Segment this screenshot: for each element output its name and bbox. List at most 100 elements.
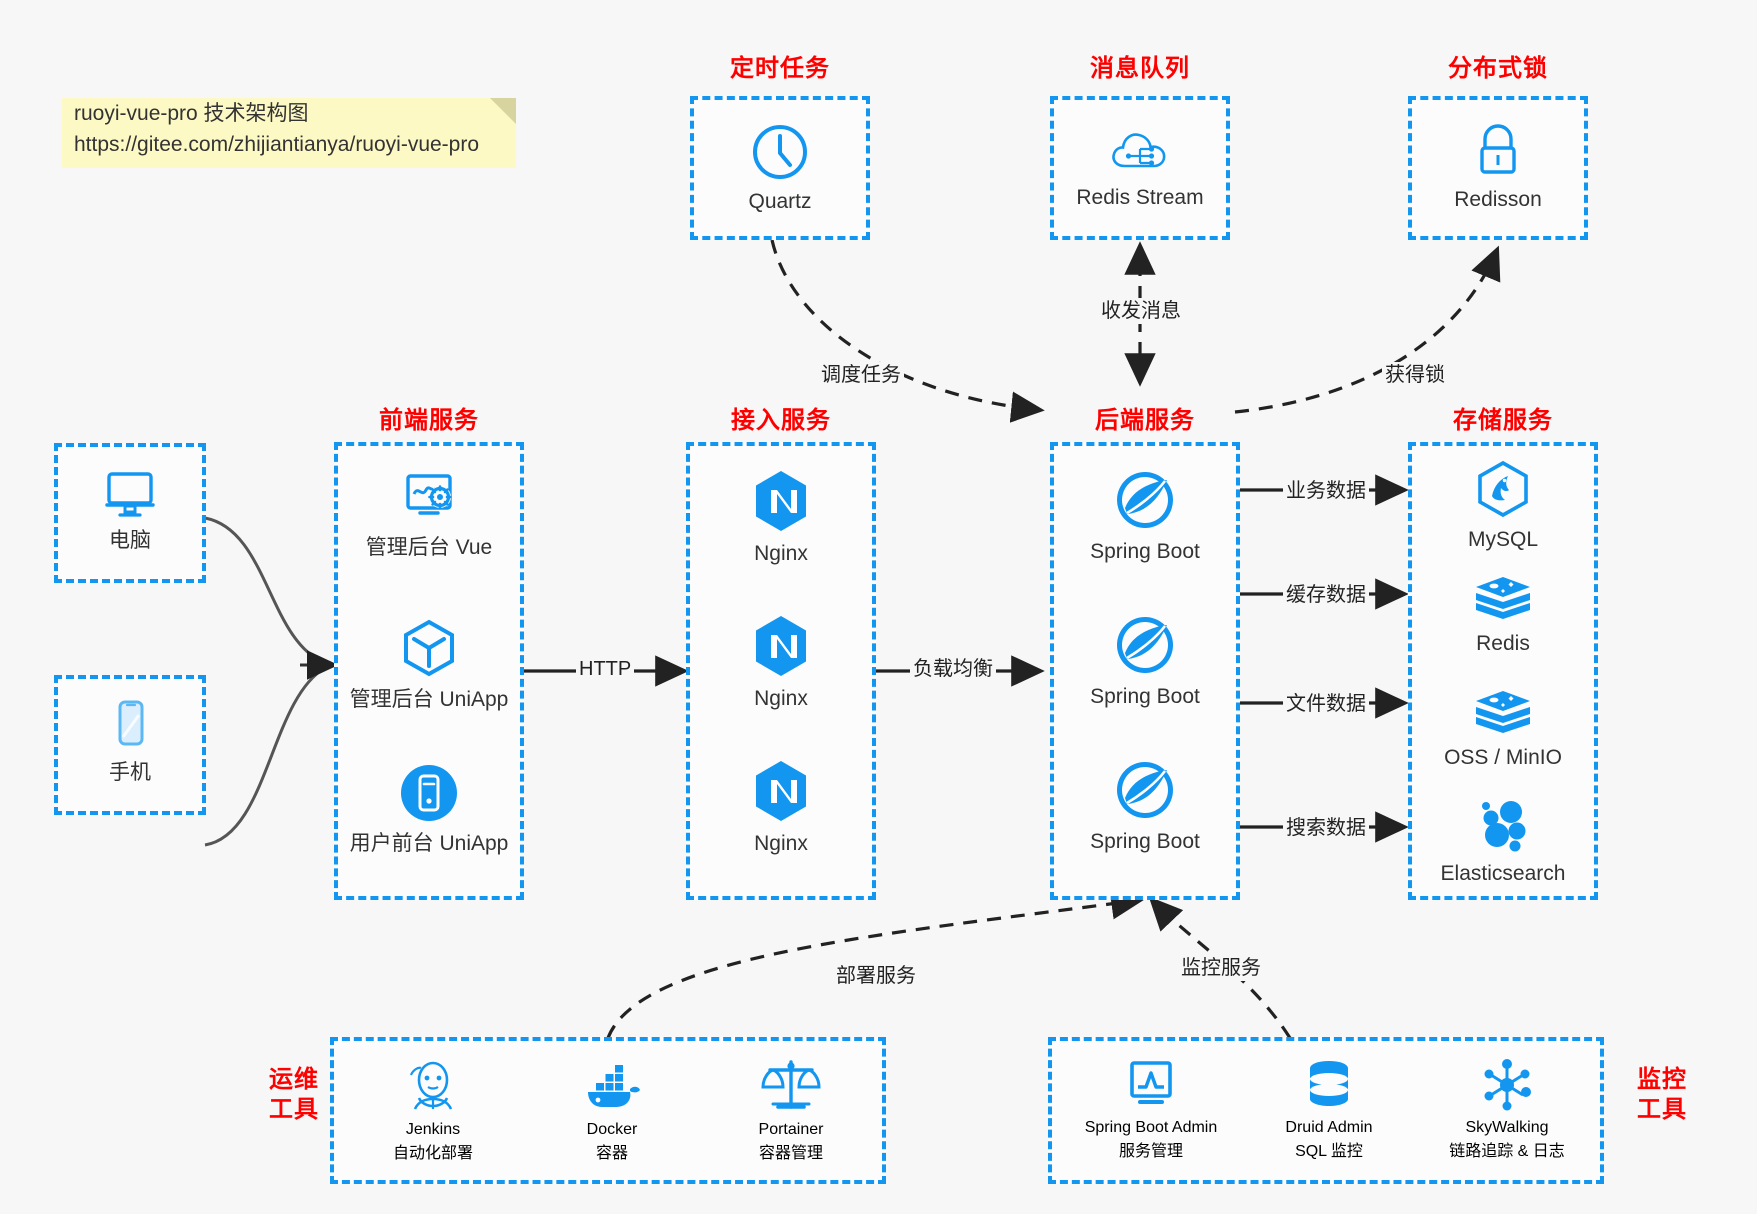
node-redis[interactable]: Redis [1412,572,1594,657]
node-nginx-1[interactable]: Nginx [690,468,872,567]
node-nginx-3[interactable]: Nginx [690,758,872,857]
group-title-devops: 运维 工具 [252,1065,336,1125]
node-admin-uniapp[interactable]: 管理后台 UniApp [338,616,520,713]
node-spring-boot-1[interactable]: Spring Boot [1054,468,1236,565]
node-label: Redisson [1454,188,1542,211]
edge-mobile-to-frontend [204,666,326,847]
node-docker[interactable]: Docker 容器 [523,1057,701,1163]
client-box-desktop[interactable]: 电脑 [54,443,206,583]
node-user-uniapp[interactable]: 用户前台 UniApp [338,762,520,857]
edge-desktop-to-frontend [204,516,326,665]
monitor-chart-icon [1130,1061,1172,1104]
mysql-icon [1478,460,1528,518]
cloud-stream-icon [1112,133,1166,168]
node-jenkins[interactable]: Jenkins 自动化部署 [344,1057,522,1163]
edge-label-file-data: 文件数据 [1283,691,1369,717]
nginx-icon [756,471,806,531]
node-redis-stream[interactable]: Redis Stream [1054,122,1226,211]
group-box-message-queue[interactable]: Redis Stream [1050,96,1230,240]
node-label: Spring Boot [1090,685,1200,708]
oss-minio-icon [1476,691,1530,733]
node-quartz[interactable]: Quartz [694,122,866,215]
node-spring-boot-admin[interactable]: Spring Boot Admin 服务管理 [1058,1057,1244,1161]
node-portainer[interactable]: Portainer 容器管理 [702,1057,880,1163]
node-label: Nginx [754,832,808,855]
group-box-scheduled-task[interactable]: Quartz [690,96,870,240]
node-label: 手机 [109,761,151,784]
nginx-icon [756,761,806,821]
node-admin-vue[interactable]: 管理后台 Vue [338,468,520,561]
group-box-monitoring[interactable]: Spring Boot Admin 服务管理 Druid Admin SQL 监… [1048,1037,1604,1184]
edge-label-http: HTTP [576,656,635,682]
group-title-storage: 存储服务 [1453,407,1553,434]
group-box-devops[interactable]: Jenkins 自动化部署 Docker 容器 [330,1037,886,1184]
monitoring-title-line-2: 工具 [1637,1096,1687,1123]
spring-boot-icon [1117,472,1173,528]
node-label: Nginx [754,542,808,565]
lock-icon [1480,124,1516,174]
node-druid-admin[interactable]: Druid Admin SQL 监控 [1242,1057,1416,1161]
group-title-message-queue: 消息队列 [1090,55,1190,82]
node-label: 管理后台 UniApp [349,688,509,711]
node-label: MySQL [1467,528,1538,551]
node-label: Redis [1476,632,1530,655]
node-mysql[interactable]: MySQL [1412,460,1594,553]
group-box-frontend[interactable]: 管理后台 Vue 管理后台 UniApp 用户前台 UniApp [334,442,524,900]
node-label: Quartz [748,190,812,213]
edge-label-send-receive-message: 收发消息 [1098,298,1184,324]
node-sublabel: 容器 [595,1145,628,1162]
group-title-frontend: 前端服务 [379,407,479,434]
sticky-note: ruoyi-vue-pro 技术架构图 https://gitee.com/zh… [62,98,516,168]
node-label: 用户前台 UniApp [349,832,509,855]
monitoring-title-line-1: 监控 [1637,1066,1687,1093]
client-box-mobile[interactable]: 手机 [54,675,206,815]
edge-label-business-data: 业务数据 [1283,478,1369,504]
node-label: Spring Boot Admin [1084,1119,1218,1136]
edge-label-monitor-service: 监控服务 [1178,955,1264,981]
node-nginx-2[interactable]: Nginx [690,613,872,712]
node-label: Elasticsearch [1440,862,1566,885]
desktop-icon [105,472,155,517]
group-title-distributed-lock: 分布式锁 [1448,55,1548,82]
node-skywalking[interactable]: SkyWalking 链路追踪 & 日志 [1414,1057,1600,1161]
node-label: SkyWalking [1465,1119,1549,1136]
group-box-gateway[interactable]: Nginx Nginx Nginx [686,442,876,900]
edge-label-cache-data: 缓存数据 [1283,582,1369,608]
docker-icon [588,1065,640,1107]
node-label: Docker [586,1121,638,1138]
node-elasticsearch[interactable]: Elasticsearch [1412,798,1594,887]
node-label: Jenkins [405,1121,461,1138]
note-line-url: https://gitee.com/zhijiantianya/ruoyi-vu… [74,133,480,156]
node-label: Spring Boot [1090,540,1200,563]
node-spring-boot-3[interactable]: Spring Boot [1054,758,1236,855]
node-label: Portainer [758,1121,824,1138]
group-title-monitoring: 监控 工具 [1620,1065,1704,1125]
spring-boot-icon [1117,762,1173,818]
node-label: Druid Admin [1285,1119,1373,1136]
dashboard-gear-icon [406,474,452,515]
group-box-distributed-lock[interactable]: Redisson [1408,96,1588,240]
clock-icon [753,125,807,179]
node-sublabel: SQL 监控 [1295,1143,1363,1160]
database-icon [1310,1061,1348,1106]
node-spring-boot-2[interactable]: Spring Boot [1054,613,1236,710]
skywalking-icon [1484,1059,1531,1111]
jenkins-icon [409,1061,453,1110]
node-oss-minio[interactable]: OSS / MinIO [1412,686,1594,771]
node-label: Redis Stream [1076,186,1204,209]
node-mobile[interactable]: 手机 [58,697,202,786]
node-sublabel: 链路追踪 & 日志 [1449,1143,1565,1160]
group-box-storage[interactable]: MySQL Redis OSS / MinIO [1408,442,1598,900]
edge-label-search-data: 搜索数据 [1283,815,1369,841]
node-label: Spring Boot [1090,830,1200,853]
scales-icon [761,1060,821,1109]
node-label: 管理后台 Vue [365,536,493,559]
group-box-backend[interactable]: Spring Boot Spring Boot Spring Boot [1050,442,1240,900]
node-desktop[interactable]: 电脑 [58,465,202,554]
node-label: OSS / MinIO [1444,746,1562,769]
note-line-title: ruoyi-vue-pro 技术架构图 [74,102,309,125]
node-redisson[interactable]: Redisson [1412,122,1584,213]
edge-acquire-lock [1234,245,1501,414]
node-label: Nginx [754,687,808,710]
redis-icon [1476,577,1530,619]
